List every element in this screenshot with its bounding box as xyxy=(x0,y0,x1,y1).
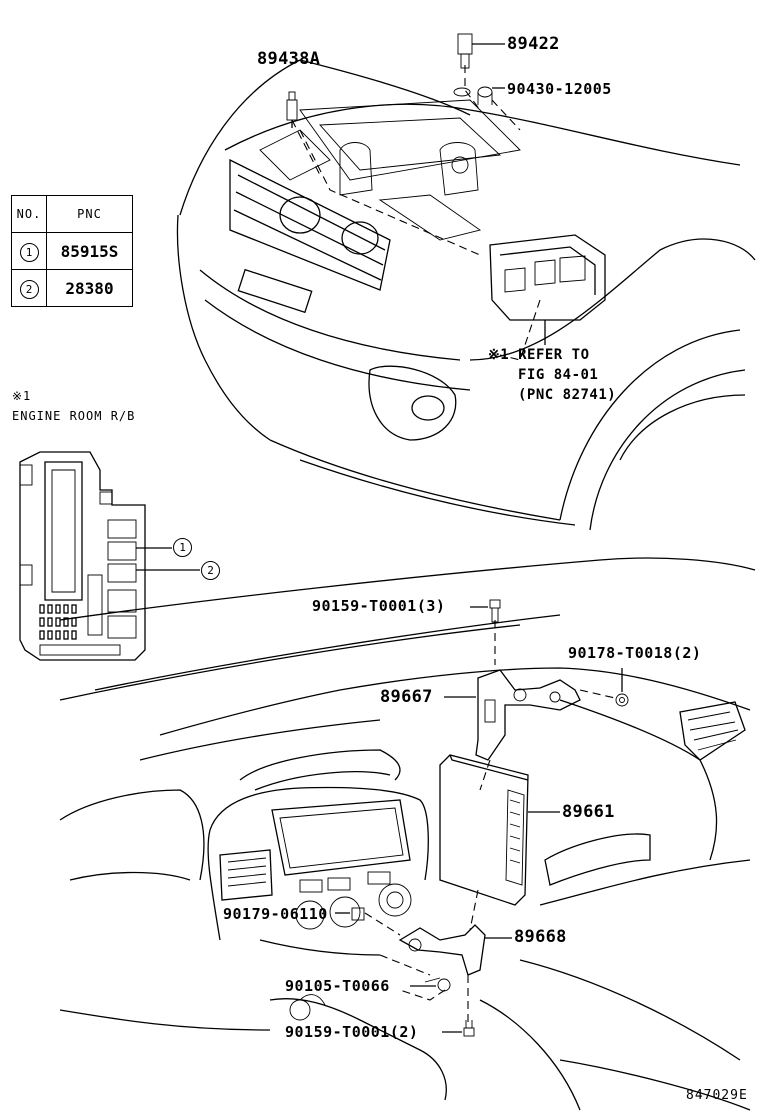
refer-note-line3: (PNC 82741) xyxy=(518,387,617,403)
label-89661: 89661 xyxy=(562,802,615,822)
callout-1: 1 xyxy=(173,538,192,557)
pnc-table: NO. PNC 1 85915S 2 28380 xyxy=(11,195,133,307)
bolt-90159-2-icon xyxy=(442,1020,475,1037)
figure-code: 847029E xyxy=(686,1088,748,1103)
bolt-90105-icon xyxy=(410,977,451,992)
label-89422: 89422 xyxy=(507,34,560,54)
engine-room-rb-drawing xyxy=(19,451,200,661)
label-89667: 89667 xyxy=(380,687,433,707)
label-90159-t0001-2: 90159-T0001(2) xyxy=(285,1023,419,1041)
table-row: 1 85915S xyxy=(11,232,133,270)
label-90105-t0066: 90105-T0066 xyxy=(285,977,390,995)
pnc-table-header: NO. PNC xyxy=(11,195,133,233)
label-90179-06110: 90179-06110 xyxy=(223,905,328,923)
header-pnc: PNC xyxy=(46,195,133,233)
sensor-89438a-icon xyxy=(286,91,298,128)
label-89438a: 89438A xyxy=(257,49,321,69)
label-90178-t0018-2: 90178-T0018(2) xyxy=(568,644,702,662)
bolt-90179-icon xyxy=(335,907,365,921)
table-row: 2 28380 xyxy=(11,269,133,307)
engine-room-note-mark: ※1 xyxy=(12,389,32,403)
bracket-89668-icon xyxy=(398,924,512,976)
row-pnc: 85915S xyxy=(46,232,133,270)
row-number-badge: 1 xyxy=(19,242,39,262)
label-90430-12005: 90430-12005 xyxy=(507,80,612,98)
vehicle-front-drawing xyxy=(176,33,756,531)
sensor-89422-icon xyxy=(457,33,505,69)
dashboard-drawing xyxy=(59,557,756,1111)
label-90159-t0001-3: 90159-T0001(3) xyxy=(312,597,446,615)
nut-90178-icon xyxy=(615,668,629,707)
label-89668: 89668 xyxy=(514,927,567,947)
refer-note-line2: FIG 84-01 xyxy=(518,367,599,383)
refer-note-line1: ※1 REFER TO xyxy=(488,347,590,363)
bolt-90159-3-icon xyxy=(470,599,501,623)
washer-90430-icon xyxy=(453,86,505,105)
row-pnc: 28380 xyxy=(46,269,133,307)
row-number-badge: 2 xyxy=(19,279,39,299)
ecu-89661-icon xyxy=(439,754,560,906)
callout-2: 2 xyxy=(201,561,220,580)
engine-room-title: ENGINE ROOM R/B xyxy=(12,409,136,423)
header-no: NO. xyxy=(11,195,47,233)
bracket-89667-icon xyxy=(475,669,581,761)
